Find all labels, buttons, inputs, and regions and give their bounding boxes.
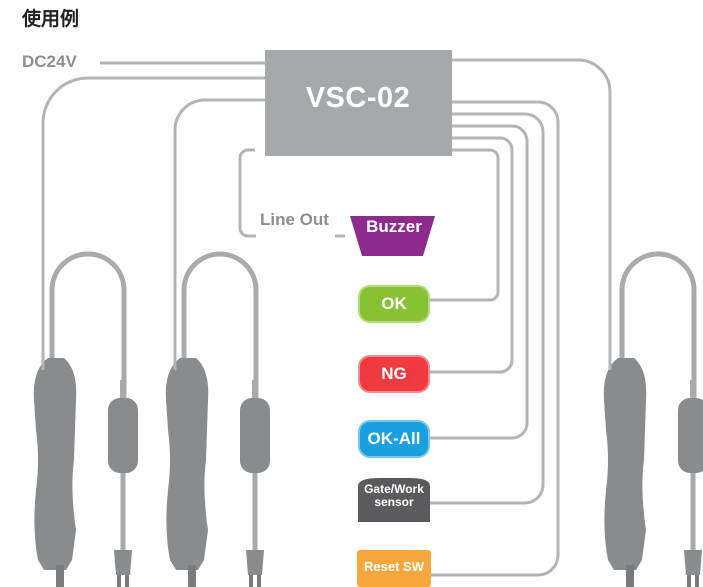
line-out-label: Line Out xyxy=(260,210,329,229)
ok-all-label: OK-All xyxy=(367,429,421,448)
controller-name: VSC-02 xyxy=(305,82,411,114)
ng-label: NG xyxy=(381,364,407,383)
reset-switch-shape xyxy=(357,550,431,587)
page-title: 使用例 xyxy=(22,8,80,30)
gate-sensor-line1: Gate/Work xyxy=(364,482,424,496)
ok-all-lamp: OK-All xyxy=(358,420,430,458)
ok-label: OK xyxy=(381,294,407,313)
gate-sensor-line2: sensor xyxy=(374,495,414,509)
ng-lamp: NG xyxy=(358,355,430,393)
screwdriver-right-icon xyxy=(604,254,703,587)
power-label: DC24V xyxy=(22,52,77,71)
ok-lamp: OK xyxy=(358,285,430,323)
gate-sensor-shape xyxy=(358,478,430,522)
gate-sensor-label: Gate/Work sensor xyxy=(357,483,431,509)
screwdriver-left-icon xyxy=(34,254,138,587)
reset-switch-label: Reset SW xyxy=(364,559,424,574)
screwdriver-middle-icon xyxy=(166,254,270,587)
wire-group xyxy=(41,58,612,577)
buzzer-shape xyxy=(350,216,435,256)
controller-box xyxy=(265,50,452,156)
buzzer-label: Buzzer xyxy=(366,217,422,236)
